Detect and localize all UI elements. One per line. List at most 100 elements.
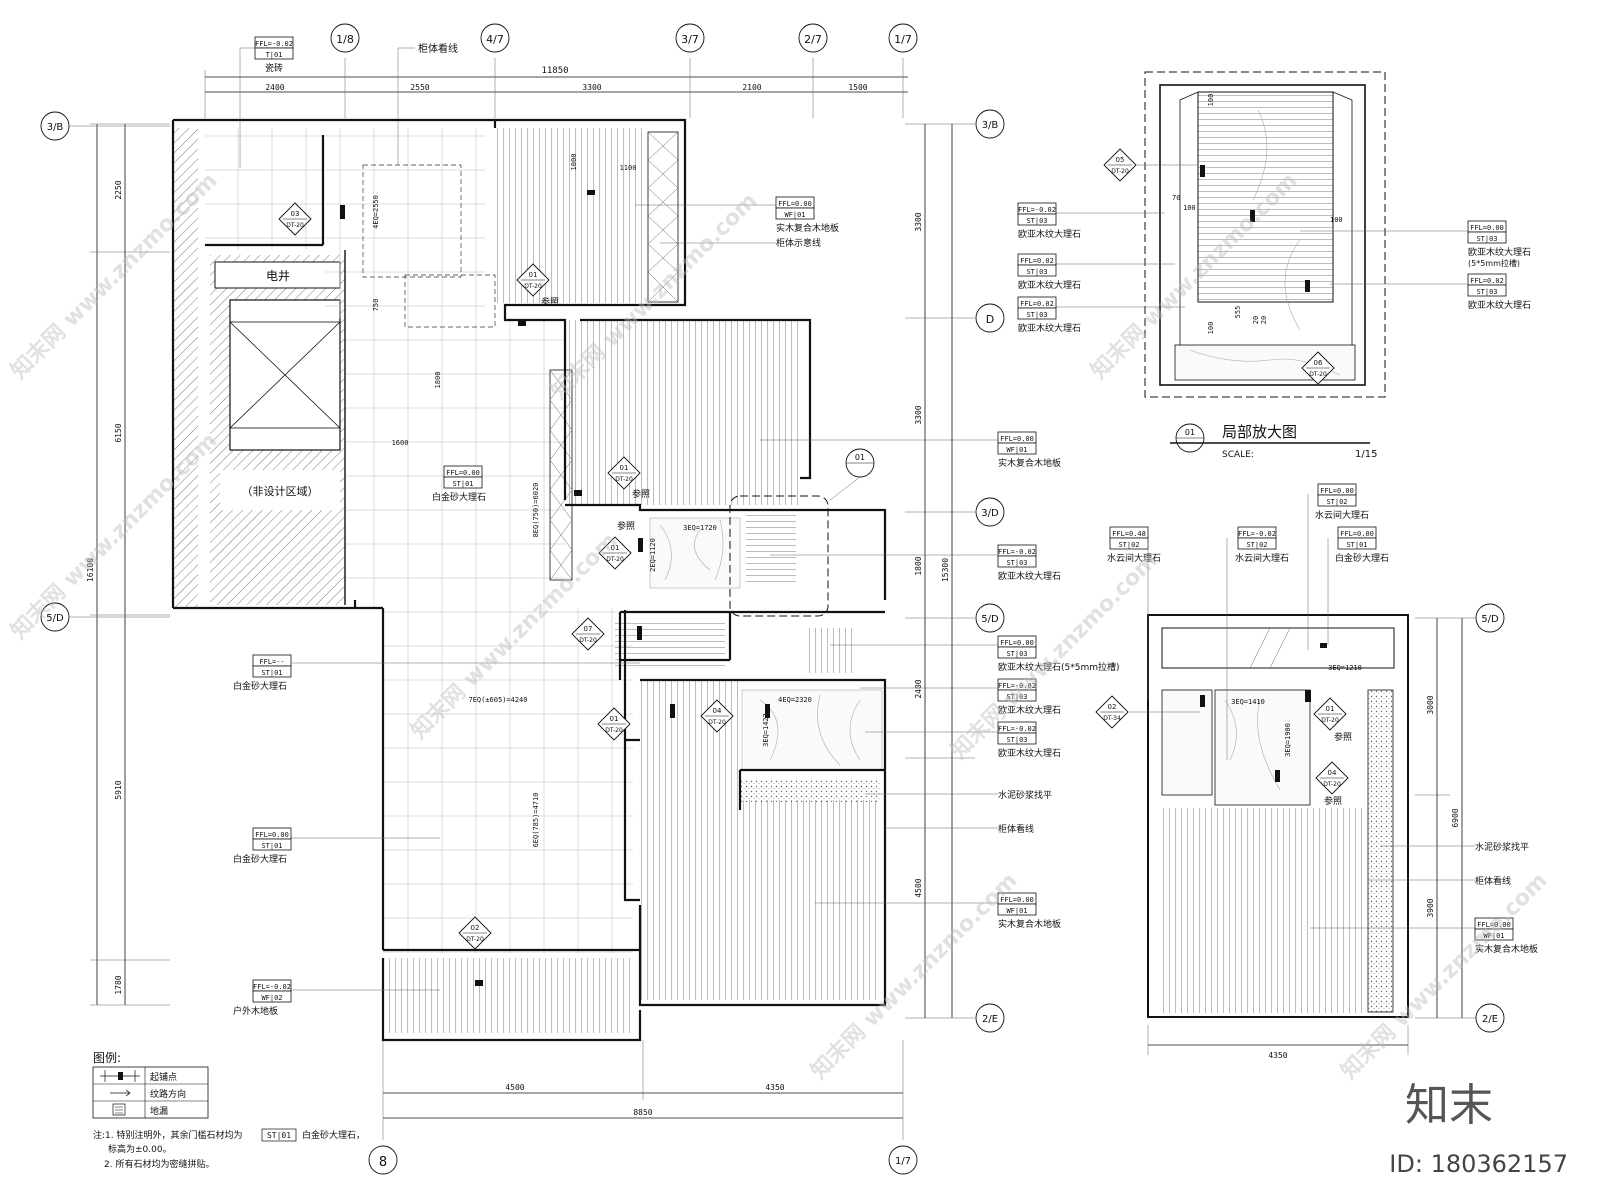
grid-bubble-label: 1/7 [894, 33, 912, 46]
inner-dim: 1600 [392, 439, 409, 447]
ref-sheet: DT-20 [1111, 168, 1129, 175]
tag-code: ST|03 [1026, 268, 1047, 276]
detail-ref-symbol: 02 DT-34 [1095, 695, 1129, 729]
detail-ref-symbol: 01 DT-20 [597, 707, 631, 741]
tag-ffl: FFL=-0.02 [255, 40, 293, 48]
tag-name: 白金砂大理石 [432, 491, 486, 503]
tag-code: ST|01 [261, 669, 282, 677]
tag-ffl: FFL=-0.02 [998, 548, 1036, 556]
material-tag: FFL=0.00 WF|01 实木复合木地板 [997, 892, 1061, 930]
material-tag: FFL=-0.02 ST|03 欧亚木纹大理石 [997, 544, 1061, 582]
grid-bubble-label: 5/D [1481, 614, 1499, 625]
tag-name: 实木复合木地板 [1475, 943, 1538, 955]
tag-code: ST|03 [1006, 736, 1027, 744]
grid-bubble-label: 1/8 [336, 33, 354, 46]
tag-code: WF|01 [1483, 932, 1504, 940]
legend-floor-drain-icon [112, 1103, 126, 1116]
grid-bubble-label: 2/E [1482, 1014, 1498, 1025]
ref-num: 03 [291, 210, 300, 218]
tag-code: ST|03 [1476, 288, 1497, 296]
ref-note: 参照 [1334, 731, 1352, 743]
detail-tag: FFL=0.02 ST|03 欧亚木纹大理石 [1467, 273, 1531, 311]
dim-left-seg: 2250 [114, 180, 123, 199]
plan2-tag: FFL=-0.02 ST|02 水云间大理石 [1235, 526, 1289, 564]
detail-dim: 20 [1260, 316, 1268, 324]
grid-bubble-label: 3/B [47, 122, 64, 133]
dim-bottom-seg: 4350 [765, 1083, 784, 1092]
plan2-inner-dim: 3EQ=1410 [1231, 698, 1265, 706]
ref-num: 02 [471, 924, 480, 932]
detail-ref-symbol: 04 DT-20 [700, 699, 734, 733]
grid-bubble-label: 5/D [981, 614, 999, 625]
legend-grain-arrow-icon [110, 1089, 131, 1097]
material-tag: FFL=0.00 WF|01 实木复合木地板 [997, 431, 1061, 469]
brand-id: ID: 180362157 [1389, 1150, 1568, 1178]
dim-bottom-overall: 8850 [633, 1108, 652, 1117]
inner-dim: 8EQ(750)=6020 [532, 483, 540, 538]
plan2-dim-bottom: 4350 [1268, 1051, 1287, 1060]
inner-dim: 7EQ(±605)=4240 [468, 696, 527, 704]
floor-wood-bedroom-2 [568, 320, 798, 505]
grid-bubble-label: 8 [379, 1155, 387, 1170]
plan2-inner-dim: 3EQ=1900 [1284, 723, 1292, 757]
tag-name: 白金砂大理石 [233, 680, 287, 692]
tag-ffl: FFL=0.00 [778, 200, 812, 208]
detail-tag: FFL=0.02 ST|03 欧亚木纹大理石 [1017, 253, 1081, 291]
dim-left-seg: 5910 [114, 780, 123, 799]
inner-dim: 1100 [620, 164, 637, 172]
dim-left-seg: 6150 [114, 423, 123, 442]
detail-ref-symbol: 01 DT-20 参照 [598, 520, 635, 570]
ref-num: 04 [1328, 769, 1337, 777]
detail-ref-symbol: 05 DT-20 [1103, 148, 1137, 182]
detail-ref-symbol: 01 DT-20 参照 [607, 456, 650, 500]
ref-note: 参照 [617, 520, 635, 532]
detail-ref-symbol: 07 DT-20 [571, 617, 605, 651]
tag-name: 欧亚木纹大理石 [998, 747, 1061, 759]
brand-mark: 知末 ID: 180362157 [1389, 1080, 1568, 1178]
ref-num: 01 [529, 271, 538, 279]
tag-name: 欧亚木纹大理石 [1018, 279, 1081, 291]
ref-sheet: DT-20 [1323, 781, 1341, 788]
detail-title: 局部放大图 [1222, 423, 1297, 441]
tag-ffl: FFL=0.48 [1112, 530, 1146, 538]
exterior-wall-hatch [173, 128, 198, 608]
plan2-tag: FFL=0.00 ST|01 白金砂大理石 [1335, 526, 1389, 564]
dim-right-seg: 1800 [914, 556, 923, 575]
grid-bubble-label: 1/7 [895, 1156, 911, 1167]
grid-bubble-label: 3/D [981, 508, 999, 519]
detail-scale-label: SCALE: [1222, 450, 1254, 460]
ref-note: 参照 [632, 488, 650, 500]
tag-ffl: FFL=-0.02 [998, 682, 1036, 690]
dim-top-seg: 2400 [265, 83, 284, 92]
note-code: ST|01 [267, 1131, 291, 1140]
grid-bubble-label: 2/7 [804, 33, 822, 46]
detail-title-block: 01 局部放大图 SCALE: 1/15 [1170, 423, 1377, 460]
tag-code: ST|01 [1346, 541, 1367, 549]
note-line-2: 标高为±0.00。 [108, 1143, 172, 1155]
tag-ffl: FFL=-0.02 [998, 725, 1036, 733]
top-grid-bubbles: 1/8 4/7 3/7 2/7 1/7 [330, 23, 918, 53]
detail-ref-symbol: 01 DT-20 参照 [1313, 697, 1352, 743]
tag-name: 欧亚木纹大理石 [1018, 228, 1081, 240]
tag-ffl: FFL=0.02 [1020, 300, 1054, 308]
ref-num: 01 [620, 464, 629, 472]
right-grid-bubbles: 3/B D 3/D 5/D 2/E [975, 109, 1005, 1033]
tag-code: WF|01 [1006, 446, 1027, 454]
tag-code: WF|01 [1006, 907, 1027, 915]
material-tag: FFL=0.00 ST|01 白金砂大理石 [432, 465, 486, 503]
note-line-3: 2. 所有石材均为密缝拼贴。 [104, 1158, 214, 1170]
tag-name: 户外木地板 [233, 1005, 278, 1017]
tag-code: T|01 [266, 51, 283, 59]
bottom-dimension-chain: 4500 4350 8850 8 1/7 [368, 1040, 918, 1175]
detail-dim: 20 [1252, 316, 1260, 324]
inner-dim: 750 [372, 299, 380, 312]
tag-name: 实木复合木地板 [776, 222, 839, 234]
floor-outdoor-wood [383, 958, 633, 1033]
room-electrical-shaft: 电井 [266, 269, 290, 283]
inner-dim: 4EQ=2550 [372, 195, 380, 229]
tag-ffl: FFL=0.00 [255, 831, 289, 839]
dim-top-overall: 11850 [541, 66, 568, 76]
tag-ffl: FFL=0.00 [1477, 921, 1511, 929]
note-line-1-suffix: 白金砂大理石， [302, 1129, 365, 1141]
